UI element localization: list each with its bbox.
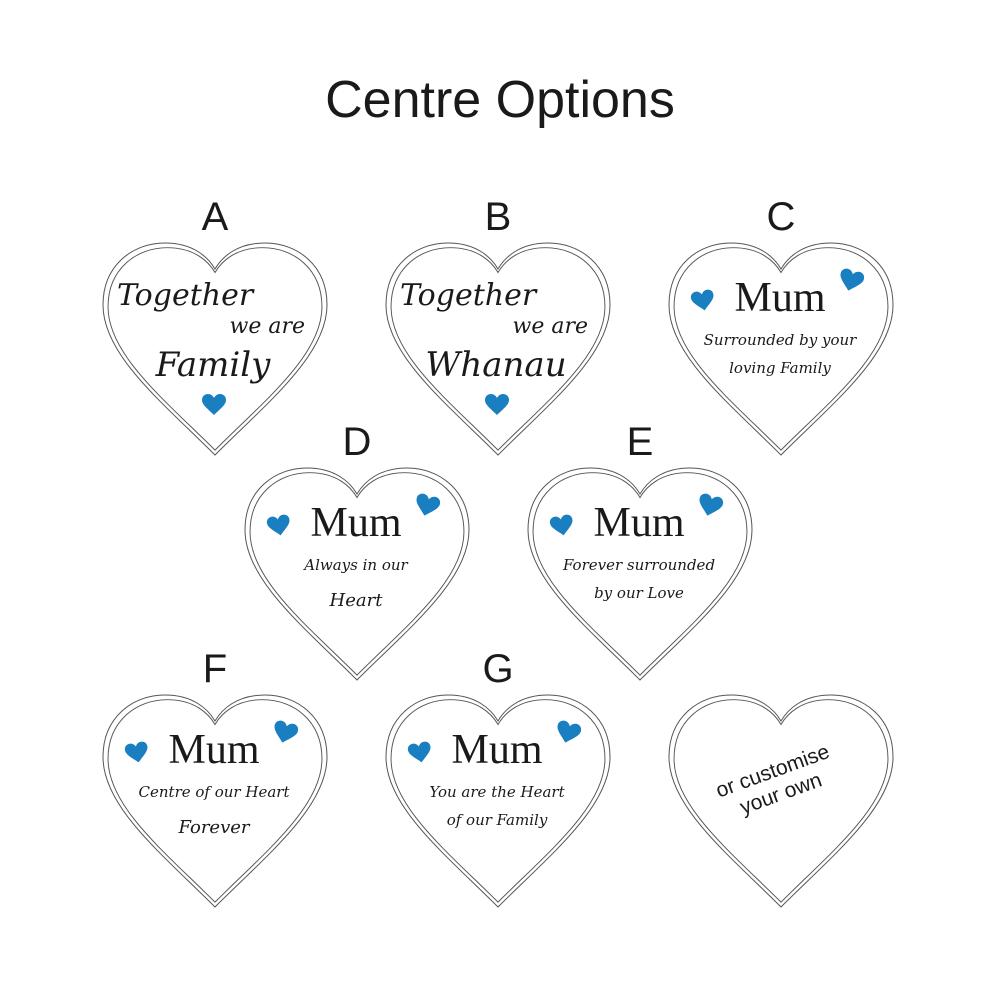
page-title: Centre Options bbox=[325, 71, 675, 129]
heart-outline: or customise your own bbox=[668, 694, 894, 908]
heart-outline: Mum You are the Heart of our Family bbox=[385, 694, 611, 908]
blue-heart-icon bbox=[416, 493, 441, 516]
line-1: Together bbox=[117, 278, 255, 313]
option-letter: C bbox=[766, 195, 796, 239]
blue-heart-icon bbox=[124, 741, 148, 763]
mum-heading: Mum bbox=[593, 500, 684, 546]
line-2: of our Family bbox=[447, 811, 548, 829]
option-letter: G bbox=[482, 647, 514, 691]
blue-heart-icon bbox=[690, 289, 714, 311]
heart-outline: Mum Surrounded by your loving Family bbox=[668, 242, 894, 456]
blue-heart-icon bbox=[557, 720, 582, 743]
line-2: loving Family bbox=[729, 359, 831, 377]
line-1: Surrounded by your bbox=[704, 331, 857, 349]
heart-outline: Together we are Family bbox=[102, 242, 328, 456]
mum-heading: Mum bbox=[734, 275, 825, 321]
line-2: we are bbox=[513, 314, 589, 339]
heart-outline: Mum Centre of our Heart Forever bbox=[102, 694, 328, 908]
line-3: Family bbox=[155, 345, 272, 385]
heart-outline: Mum Always in our Heart bbox=[244, 467, 470, 681]
blue-heart-icon bbox=[699, 493, 724, 516]
line-1: Forever surrounded bbox=[562, 556, 715, 574]
blue-heart-icon bbox=[266, 514, 290, 536]
blue-heart-icon bbox=[274, 720, 299, 743]
mum-heading: Mum bbox=[310, 500, 401, 546]
option-letter: E bbox=[626, 420, 654, 464]
heart-outline: Mum Forever surrounded by our Love bbox=[527, 467, 753, 681]
option-letter: A bbox=[201, 195, 229, 239]
blue-heart-icon bbox=[407, 741, 431, 763]
option-letter: D bbox=[342, 420, 372, 464]
blue-heart-icon bbox=[549, 514, 573, 536]
blue-heart-icon bbox=[840, 268, 865, 291]
option-letter: B bbox=[484, 195, 512, 239]
line-3: Whanau bbox=[425, 345, 566, 385]
line-2: by our Love bbox=[594, 584, 684, 602]
line-1: You are the Heart bbox=[429, 783, 565, 801]
line-2: Forever bbox=[177, 817, 250, 838]
line-1: Always in our bbox=[302, 556, 408, 574]
mum-heading: Mum bbox=[168, 727, 259, 773]
mum-heading: Mum bbox=[451, 727, 542, 773]
line-1: Together bbox=[400, 278, 538, 313]
blue-heart-icon bbox=[485, 394, 509, 415]
heart-outline: Together we are Whanau bbox=[385, 242, 611, 456]
line-1: Centre of our Heart bbox=[139, 783, 291, 801]
line-2: Heart bbox=[329, 590, 384, 611]
blue-heart-icon bbox=[202, 394, 226, 415]
line-2: we are bbox=[230, 314, 306, 339]
option-letter: F bbox=[202, 647, 228, 691]
